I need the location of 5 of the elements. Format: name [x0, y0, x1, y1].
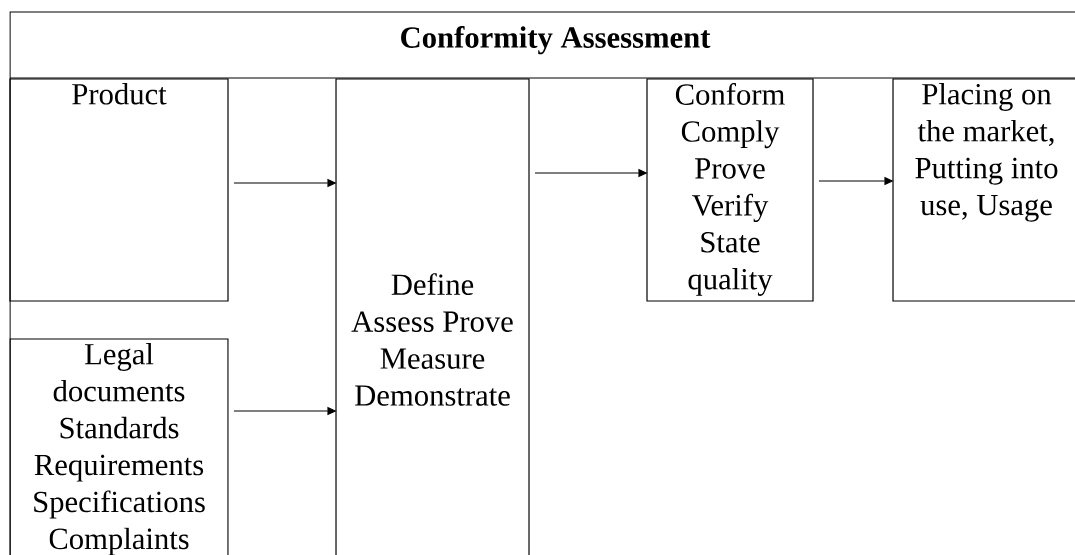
text-box: Placing on the market, Putting into use, Usage — [892, 78, 1075, 302]
text-box: Product — [9, 78, 229, 302]
text-box: Legal documents Standards Requirements Specifications Complaints — [9, 338, 229, 555]
process-box: Define Assess Prove Measure Demonstrate — [335, 78, 530, 555]
text-box: Conform Comply Prove Verify State quality — [646, 78, 814, 302]
